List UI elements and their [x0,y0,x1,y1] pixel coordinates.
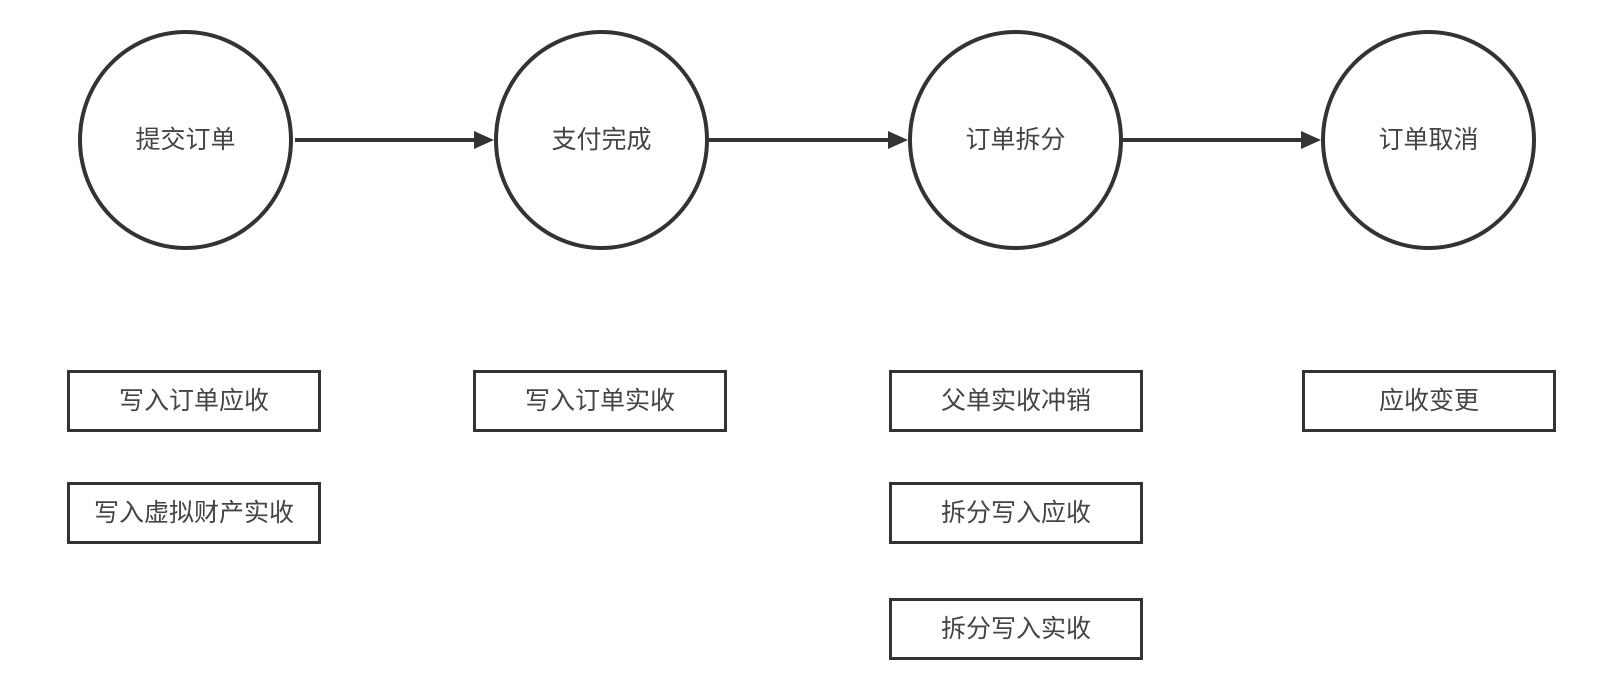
arrowhead-icon [1301,131,1321,149]
task-box-label: 应收变更 [1378,386,1479,415]
task-box-write-virtual-asset-received[interactable]: 写入虚拟财产实收 [67,482,321,544]
arrowhead-icon [474,131,494,149]
task-box-label: 写入订单应收 [118,386,269,415]
arrow-split-to-cancel[interactable] [1123,130,1321,150]
flow-node-order-split[interactable]: 订单拆分 [908,30,1123,250]
arrow-line [1123,138,1311,142]
task-box-split-write-receivable[interactable]: 拆分写入应收 [889,482,1143,544]
arrow-payment-to-split[interactable] [709,130,908,150]
flow-node-payment-complete[interactable]: 支付完成 [494,30,709,250]
flow-node-label: 提交订单 [135,125,236,154]
task-box-label: 写入虚拟财产实收 [93,498,294,527]
task-box-split-write-received[interactable]: 拆分写入实收 [889,598,1143,660]
flow-node-label: 订单拆分 [965,125,1066,154]
flow-node-label: 支付完成 [551,125,652,154]
task-box-label: 写入订单实收 [524,386,675,415]
task-box-receivable-change[interactable]: 应收变更 [1302,370,1556,432]
task-box-write-order-receivable[interactable]: 写入订单应收 [67,370,321,432]
flow-node-order-cancel[interactable]: 订单取消 [1321,30,1536,250]
task-box-label: 拆分写入实收 [940,614,1091,643]
arrow-submit-to-payment[interactable] [295,130,494,150]
arrow-line [295,138,484,142]
flow-node-submit-order[interactable]: 提交订单 [78,30,293,250]
task-box-parent-received-writeoff[interactable]: 父单实收冲销 [889,370,1143,432]
arrow-line [709,138,898,142]
task-box-label: 父单实收冲销 [940,386,1091,415]
flow-node-label: 订单取消 [1378,125,1479,154]
arrowhead-icon [888,131,908,149]
task-box-label: 拆分写入应收 [940,498,1091,527]
task-box-write-order-received[interactable]: 写入订单实收 [473,370,727,432]
